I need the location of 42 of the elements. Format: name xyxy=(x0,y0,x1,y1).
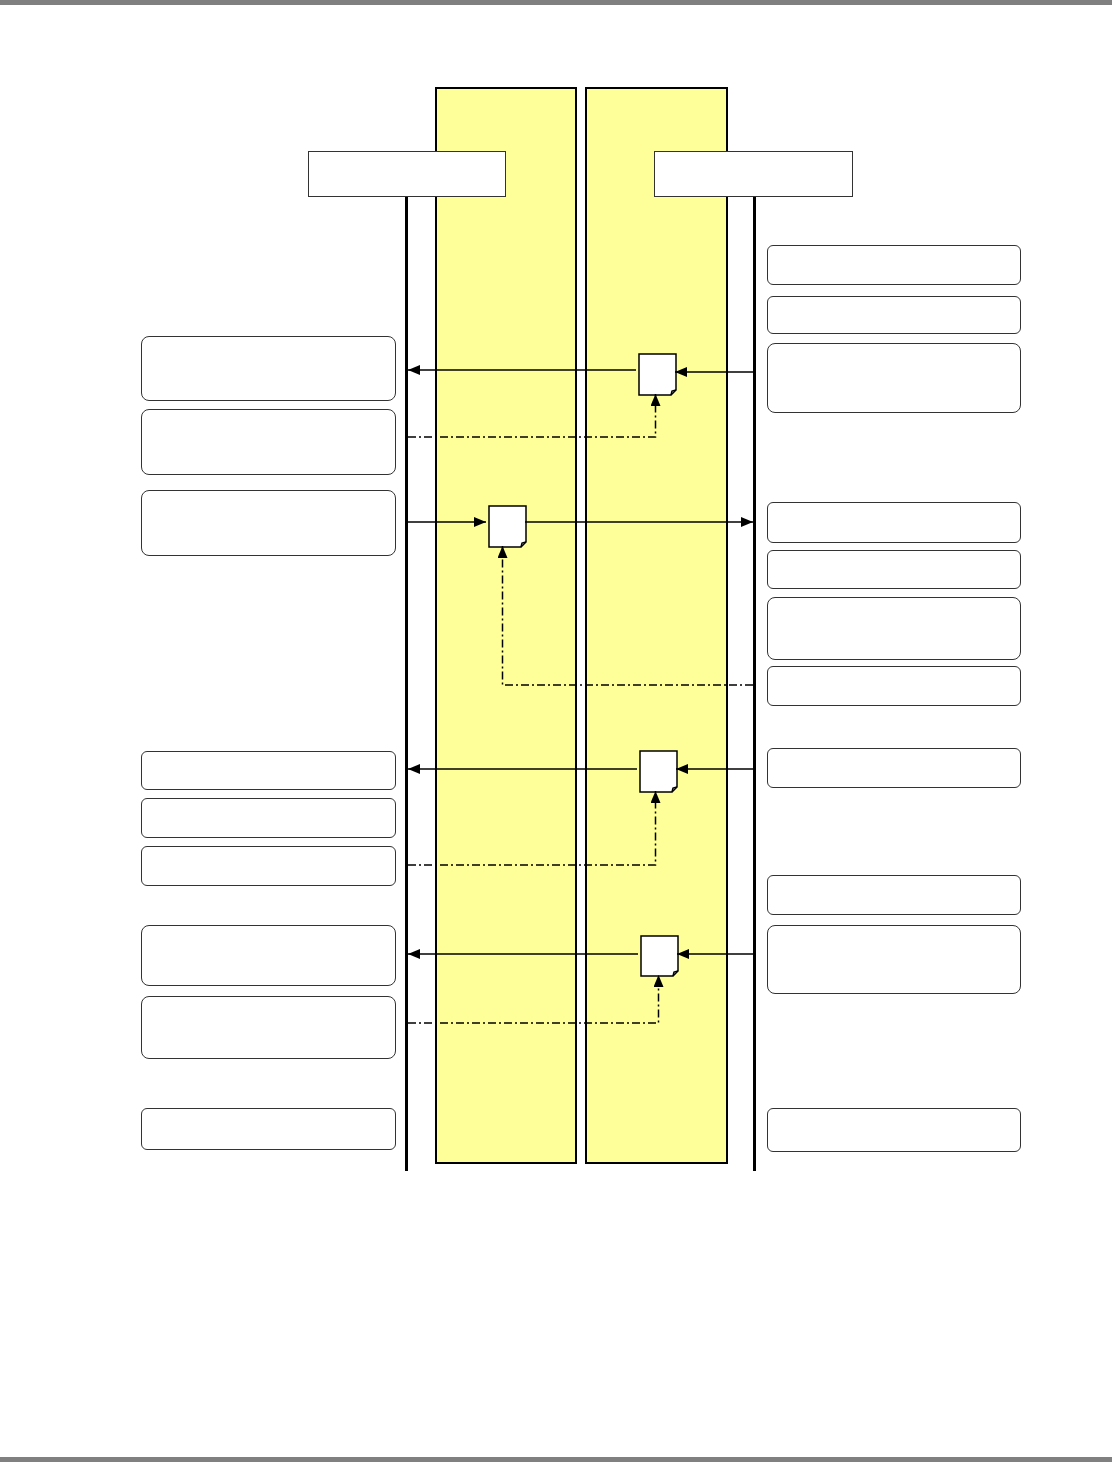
arrow xyxy=(407,790,661,866)
arrow xyxy=(407,764,638,774)
empty-box xyxy=(654,151,853,197)
swimlane-band xyxy=(585,87,728,1164)
empty-box xyxy=(767,748,1021,788)
arrow xyxy=(676,949,754,959)
document-icon xyxy=(640,935,679,977)
empty-box xyxy=(767,550,1021,589)
arrow xyxy=(675,764,754,774)
empty-box xyxy=(767,343,1021,413)
arrow xyxy=(407,365,637,375)
empty-box xyxy=(767,502,1021,543)
arrow xyxy=(524,517,754,527)
empty-box xyxy=(141,996,396,1059)
arrow xyxy=(407,974,664,1024)
swimlane-band xyxy=(435,87,577,1164)
empty-box xyxy=(767,296,1021,334)
document-icon xyxy=(638,353,677,396)
arrow xyxy=(407,949,639,959)
empty-box xyxy=(141,336,396,401)
empty-box xyxy=(767,597,1021,660)
empty-box xyxy=(141,798,396,838)
lifeline xyxy=(405,197,408,1171)
empty-box xyxy=(141,1108,396,1150)
document-icon xyxy=(488,505,527,548)
empty-box xyxy=(141,846,396,886)
empty-box xyxy=(767,1108,1021,1152)
empty-box xyxy=(767,245,1021,285)
arrow xyxy=(407,393,661,438)
empty-box xyxy=(141,925,396,986)
arrow xyxy=(407,517,487,527)
arrow xyxy=(497,545,754,686)
document-icon xyxy=(639,750,678,793)
empty-box xyxy=(141,490,396,556)
empty-box xyxy=(767,925,1021,994)
empty-box xyxy=(141,409,396,475)
empty-box xyxy=(767,666,1021,706)
arrow xyxy=(674,367,754,377)
empty-box xyxy=(141,751,396,790)
empty-box xyxy=(308,151,506,197)
lifeline xyxy=(753,197,756,1171)
empty-box xyxy=(767,875,1021,915)
